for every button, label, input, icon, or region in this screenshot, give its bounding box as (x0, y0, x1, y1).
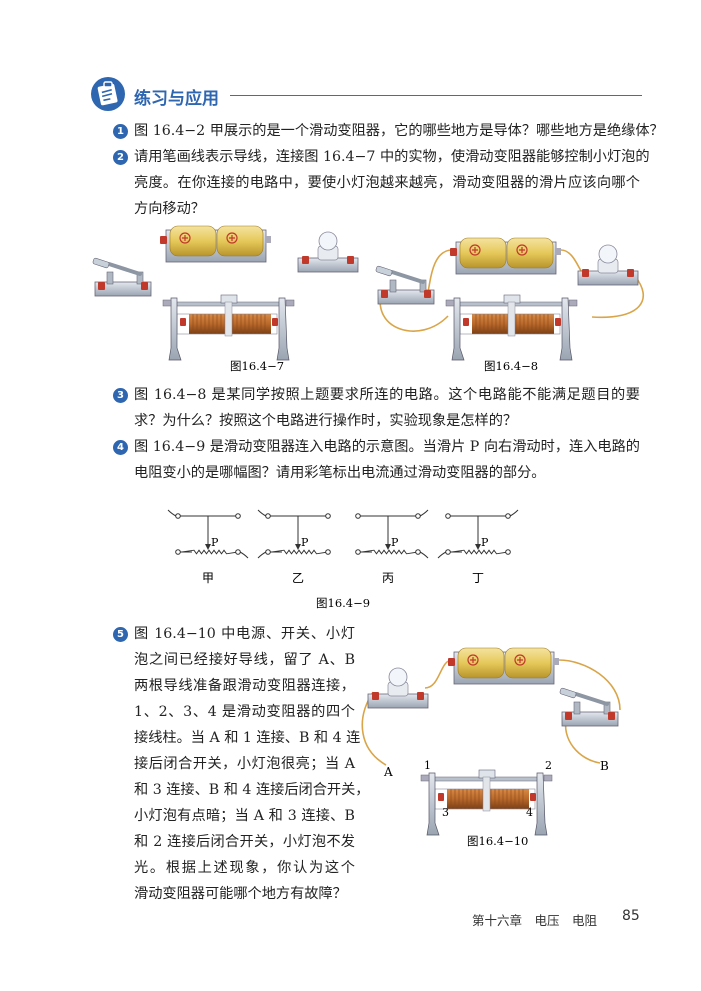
question-number-2: 2 (113, 150, 128, 165)
question-number-3: 3 (113, 388, 128, 403)
wire-lead (437, 551, 447, 559)
chapter-footer: 第十六章 电压 电阻 (472, 913, 598, 928)
terminal-label-2: 2 (545, 759, 552, 772)
panel-label: 乙 (292, 571, 304, 585)
terminal-post (445, 549, 451, 555)
schematic-panel: P乙 (257, 509, 331, 585)
question-4-line: 电阻变小的是哪幅图？请用彩笔标出电流通过滑动变阻器的部分。 (134, 465, 546, 481)
terminal-label-4: 4 (526, 806, 533, 819)
question-2-line: 亮度。在你连接的电路中，要使小灯泡越来越亮，滑动变阻器的滑片应该向哪个 (134, 175, 640, 191)
battery-box (159, 225, 272, 263)
schematic-panel: P丙 (355, 509, 429, 585)
heading-rule (230, 95, 642, 96)
question-2-line: 请用笔画线表示导线，连接图 16.4−7 中的实物，使滑动变阻器能够控制小灯泡的 (134, 149, 650, 165)
slider-arrow (205, 544, 211, 550)
question-5-line: 泡之间已经接好导线，留了 A、B (134, 652, 355, 668)
terminal-post (415, 549, 421, 555)
resistance-coil (271, 549, 329, 555)
slider-arrow (295, 544, 301, 550)
wire-lead (257, 551, 267, 559)
knife-switch (373, 263, 436, 306)
wire-lead (419, 509, 429, 517)
page-number: 85 (622, 908, 640, 924)
question-5-line: 小灯泡有点暗；当 A 和 3 连接、B (134, 808, 355, 824)
question-1-line: 图 16.4−2 甲展示的是一个滑动变阻器，它的哪些地方是导体？哪些地方是绝缘体… (134, 123, 664, 139)
terminal-post (325, 549, 331, 555)
knife-switch (557, 685, 620, 728)
figure-caption-16-4-7: 图16.4−7 (230, 359, 284, 373)
question-5-line: 光。根据上述现象，你认为这个 (134, 860, 355, 876)
question-4-line: 图 16.4−9 是滑动变阻器连入电路的示意图。当滑片 P 向右滑动时，连入电路… (134, 439, 640, 455)
figure-caption-16-4-8: 图16.4−8 (484, 359, 538, 373)
question-number-5: 5 (113, 627, 128, 642)
wire-lead (509, 509, 519, 517)
terminal-post (505, 549, 511, 555)
panel-label: 丁 (472, 571, 484, 585)
small-bulb (367, 667, 429, 709)
slider-label-p: P (391, 536, 399, 549)
exercise-clipboard-icon (91, 77, 125, 111)
terminal-post (355, 549, 361, 555)
question-3-line: 求？为什么？按照这个电路进行操作时，实验现象是怎样的？ (134, 413, 518, 429)
wire-lead (167, 509, 177, 517)
terminal-post (355, 513, 361, 519)
battery-box (449, 237, 562, 275)
question-5-line: 两根导线准备跟滑动变阻器连接， (134, 678, 355, 694)
terminal-post (325, 513, 331, 519)
question-5-line: 滑动变阻器可能哪个地方有故障？ (134, 886, 347, 902)
terminal-post (415, 513, 421, 519)
wire-label-b: B (600, 759, 609, 773)
sliding-rheostat (162, 294, 295, 361)
question-5-line: 图 16.4−10 中电源、开关、小灯 (134, 626, 355, 642)
terminal-post (175, 513, 181, 519)
terminal-label-1: 1 (424, 759, 431, 772)
wire-lead (239, 551, 249, 559)
resistance-coil (451, 549, 509, 555)
question-5-line: 和 3 连接、B 和 4 连接后闭合开关， (134, 782, 370, 798)
sliding-rheostat (420, 769, 553, 836)
resistance-coil (361, 549, 419, 555)
knife-switch (90, 255, 153, 298)
panel-label: 甲 (202, 571, 214, 585)
panel-label: 丙 (382, 571, 394, 585)
wire-lead (419, 551, 429, 559)
wire-lead (257, 509, 267, 517)
question-3-line: 图 16.4−8 是某同学按照上题要求所连的电路。这个电路能不能满足题目的要 (134, 387, 640, 403)
question-5-line: 和 2 连接后闭合开关，小灯泡不发 (134, 834, 355, 850)
question-number-4: 4 (113, 440, 128, 455)
question-5-line: 接线柱。当 A 和 1 连接、B 和 4 连 (134, 730, 361, 746)
resistance-coil (181, 549, 239, 555)
terminal-post (505, 513, 511, 519)
terminal-post (235, 549, 241, 555)
terminal-post (175, 549, 181, 555)
figure-caption-16-4-9: 图16.4−9 (316, 596, 370, 610)
schematic-panel: P丁 (437, 509, 519, 585)
small-bulb (577, 244, 639, 286)
sliding-rheostat (445, 294, 578, 361)
schematic-panel: P甲 (167, 509, 249, 585)
question-2-line: 方向移动？ (134, 201, 205, 217)
slider-arrow (385, 544, 391, 550)
terminal-post (265, 513, 271, 519)
section-title: 练习与应用 (134, 89, 219, 109)
question-5-line: 1、2、3、4 是滑动变阻器的四个 (134, 704, 355, 720)
figure-caption-16-4-10: 图16.4−10 (467, 834, 528, 848)
slider-arrow (475, 544, 481, 550)
terminal-post (265, 549, 271, 555)
battery-box (447, 647, 560, 685)
terminal-post (235, 513, 241, 519)
terminal-post (445, 513, 451, 519)
slider-label-p: P (481, 536, 489, 549)
question-number-1: 1 (113, 124, 128, 139)
slider-label-p: P (211, 536, 219, 549)
slider-label-p: P (301, 536, 309, 549)
terminal-label-3: 3 (442, 806, 449, 819)
small-bulb (297, 231, 359, 273)
question-5-line: 接后闭合开关，小灯泡很亮；当 A (134, 756, 355, 772)
wire-label-a: A (383, 765, 393, 779)
